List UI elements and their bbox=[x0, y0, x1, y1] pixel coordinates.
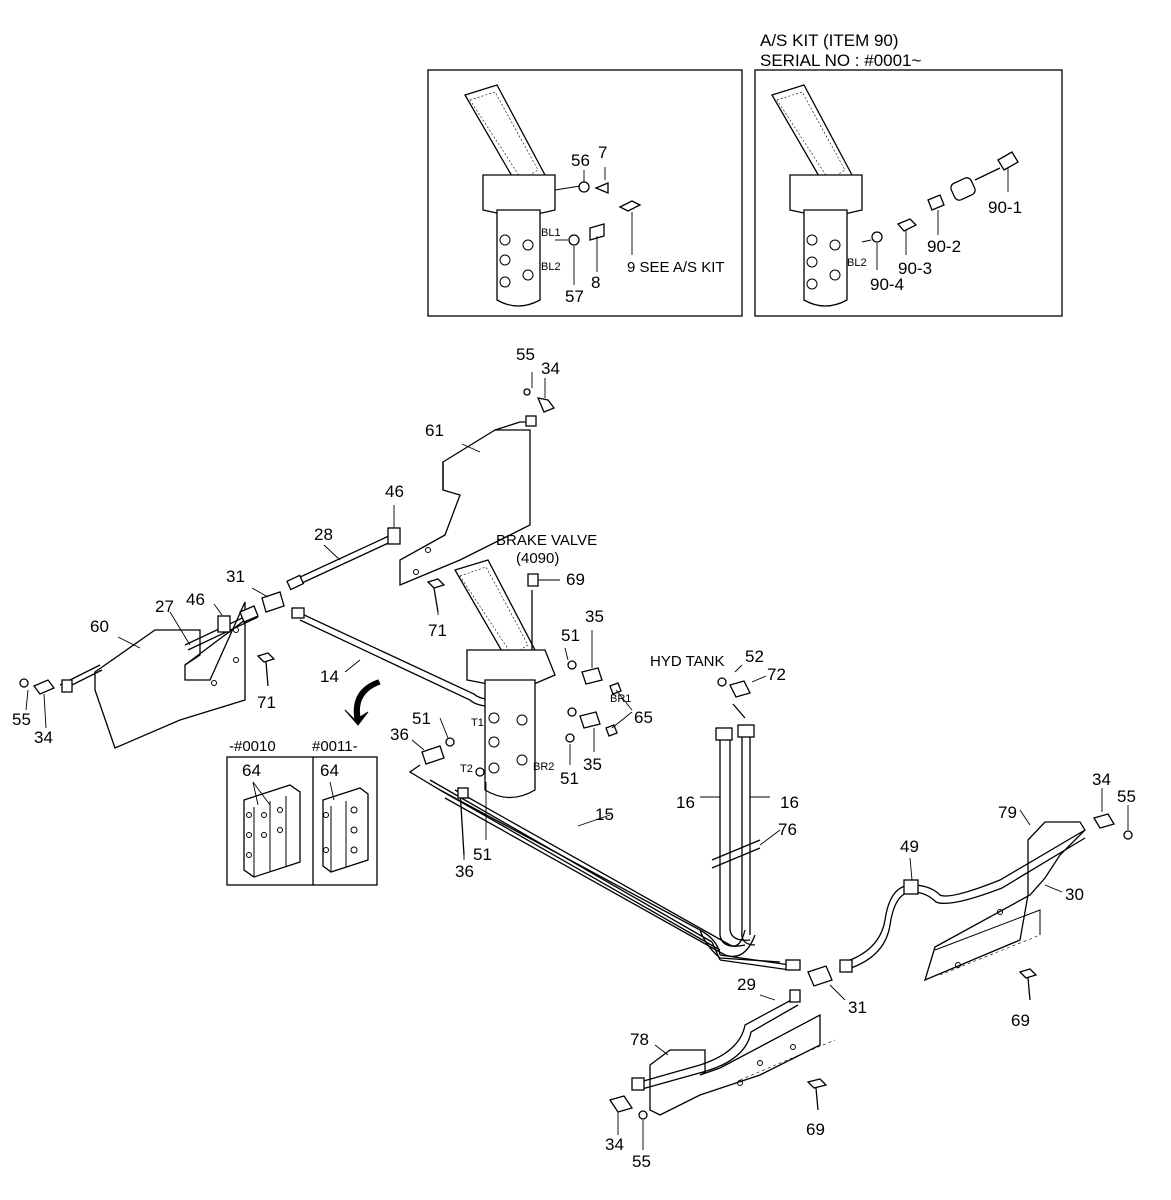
part-label-90-1: 90-1 bbox=[988, 198, 1022, 217]
part-label-52: 52 bbox=[745, 647, 764, 666]
part-label-34-right: 34 bbox=[1092, 770, 1111, 789]
brake-valve-label-line2: (4090) bbox=[516, 550, 559, 567]
see-kit-note: 9 SEE A/S KIT bbox=[627, 259, 725, 276]
tee-31-bottom: 31 bbox=[807, 965, 867, 1017]
part-label-90-4: 90-4 bbox=[870, 275, 904, 294]
part-label-31-left: 31 bbox=[226, 567, 245, 586]
part-label-14: 14 bbox=[320, 667, 339, 686]
part-label-71-left: 71 bbox=[257, 693, 276, 712]
bracket-60: 60 27 46 55 34 bbox=[12, 590, 259, 749]
kit-title-line2: SERIAL NO : #0001~ bbox=[760, 51, 922, 70]
part-label-55-top: 55 bbox=[516, 345, 535, 364]
port-label-br2: BR2 bbox=[533, 761, 554, 773]
kit-title-line1: A/S KIT (ITEM 90) bbox=[760, 31, 899, 50]
part-label-69-right: 69 bbox=[1011, 1011, 1030, 1030]
hyd-tank-label: HYD TANK bbox=[650, 653, 724, 670]
tee-31-left: 31 bbox=[226, 567, 285, 613]
part-label-90-2: 90-2 bbox=[927, 237, 961, 256]
bracket-61: 55 34 61 bbox=[399, 345, 560, 586]
inset-box-as-kit: BL2 90-1 90-2 90-3 90-4 bbox=[754, 69, 1063, 317]
part-label-61: 61 bbox=[425, 421, 444, 440]
part-label-69-bottom: 69 bbox=[806, 1120, 825, 1139]
part-label-7: 7 bbox=[598, 143, 607, 162]
part-label-57: 57 bbox=[565, 287, 584, 306]
part-label-79: 79 bbox=[998, 803, 1017, 822]
serial-box-left-label: -#0010 bbox=[229, 738, 276, 755]
part-label-16-a: 16 bbox=[676, 793, 695, 812]
port-label-bl1: BL1 bbox=[541, 227, 561, 239]
brake-valve-main: BRAKE VALVE (4090) 69 T1 T2 BR1 BR2 bbox=[454, 532, 631, 799]
part-label-46-top: 46 bbox=[385, 482, 404, 501]
port-label-t1: T1 bbox=[471, 717, 484, 729]
port-label-t2: T2 bbox=[460, 763, 473, 775]
part-label-8: 8 bbox=[591, 273, 600, 292]
part-label-28: 28 bbox=[314, 525, 333, 544]
fittings-34-55-bottom: 34 55 bbox=[605, 1095, 651, 1171]
part-label-64-a: 64 bbox=[242, 761, 261, 780]
serial-box-right-label: #0011- bbox=[312, 738, 358, 755]
part-label-55-bottom: 55 bbox=[632, 1152, 651, 1171]
part-label-36-b: 36 bbox=[455, 862, 474, 881]
part-label-51-a: 51 bbox=[561, 626, 580, 645]
valve-fittings: 35 51 65 51 36 51 35 bbox=[390, 607, 653, 788]
brake-pedal-kit bbox=[771, 84, 863, 307]
part-label-35-top: 35 bbox=[585, 607, 604, 626]
bracket-78: 78 bbox=[630, 1013, 836, 1116]
part-label-35-b: 35 bbox=[583, 755, 602, 774]
tube-bundle-15: 15 51 36 bbox=[408, 764, 801, 971]
part-label-51-d: 51 bbox=[473, 845, 492, 864]
part-label-69-top: 69 bbox=[566, 570, 585, 589]
part-label-46-left: 46 bbox=[186, 590, 205, 609]
hyd-tank-hoses-16: HYD TANK 52 72 16 16 76 bbox=[650, 647, 799, 947]
part-label-15: 15 bbox=[595, 805, 614, 824]
bolt-69-bottom: 69 bbox=[806, 1078, 828, 1139]
part-label-49: 49 bbox=[900, 837, 919, 856]
part-label-51-b: 51 bbox=[412, 709, 431, 728]
tube-29: 29 bbox=[631, 975, 801, 1091]
part-label-31-bottom: 31 bbox=[848, 998, 867, 1017]
view-arrow bbox=[344, 679, 381, 726]
part-label-30: 30 bbox=[1065, 885, 1084, 904]
port-label-bl2-kit: BL2 bbox=[847, 257, 867, 269]
part-label-64-b: 64 bbox=[320, 761, 339, 780]
part-label-27: 27 bbox=[155, 597, 174, 616]
part-label-72: 72 bbox=[767, 665, 786, 684]
part-label-34-left: 34 bbox=[34, 728, 53, 747]
brake-pedal-standard bbox=[464, 84, 556, 307]
part-label-76: 76 bbox=[778, 820, 797, 839]
fittings-34-55-right: 34 55 bbox=[1092, 770, 1136, 840]
part-label-78: 78 bbox=[630, 1030, 649, 1049]
inset-box-standard: BL1 BL2 56 7 57 8 9 SEE A/S KIT bbox=[427, 69, 743, 317]
tube-28: 46 28 bbox=[286, 482, 404, 591]
part-label-65: 65 bbox=[634, 708, 653, 727]
part-label-55-right: 55 bbox=[1117, 787, 1136, 806]
clamp-old bbox=[243, 781, 301, 878]
part-label-56: 56 bbox=[571, 151, 590, 170]
part-label-60: 60 bbox=[90, 617, 109, 636]
part-label-29: 29 bbox=[737, 975, 756, 994]
part-label-51-c: 51 bbox=[560, 769, 579, 788]
bolt-69-right: 69 bbox=[1011, 968, 1038, 1030]
part-label-16-b: 16 bbox=[780, 793, 799, 812]
part-label-36-a: 36 bbox=[390, 725, 409, 744]
tube-30: 30 49 bbox=[839, 829, 1086, 973]
port-label-bl2: BL2 bbox=[541, 261, 561, 273]
clamp-variants-box: -#0010 #0011- 64 64 bbox=[226, 738, 378, 886]
brake-valve-label-line1: BRAKE VALVE bbox=[496, 532, 597, 549]
clamp-new bbox=[322, 781, 369, 873]
part-label-55-left: 55 bbox=[12, 710, 31, 729]
part-label-34-bottom: 34 bbox=[605, 1135, 624, 1154]
bolt-71-left: 71 bbox=[256, 652, 276, 712]
bolt-71-mid: 71 bbox=[426, 578, 447, 640]
part-label-71-mid: 71 bbox=[428, 621, 447, 640]
part-label-34-top: 34 bbox=[541, 359, 560, 378]
part-label-90-3: 90-3 bbox=[898, 259, 932, 278]
port-label-br1: BR1 bbox=[610, 693, 631, 705]
